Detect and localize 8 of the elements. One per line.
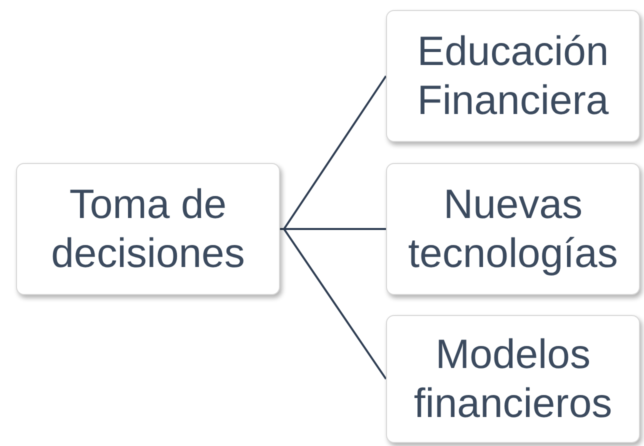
topic-label: Toma de decisiones xyxy=(50,180,246,278)
topic-box xyxy=(386,315,640,443)
topic-label: Nuevas tecnologías xyxy=(407,180,619,278)
topic-label: Educación Financiera xyxy=(416,26,610,125)
topic-box xyxy=(386,163,640,295)
topic-box xyxy=(16,163,280,295)
topic-label: Modelos financieros xyxy=(412,330,614,428)
topic-box xyxy=(386,10,640,142)
